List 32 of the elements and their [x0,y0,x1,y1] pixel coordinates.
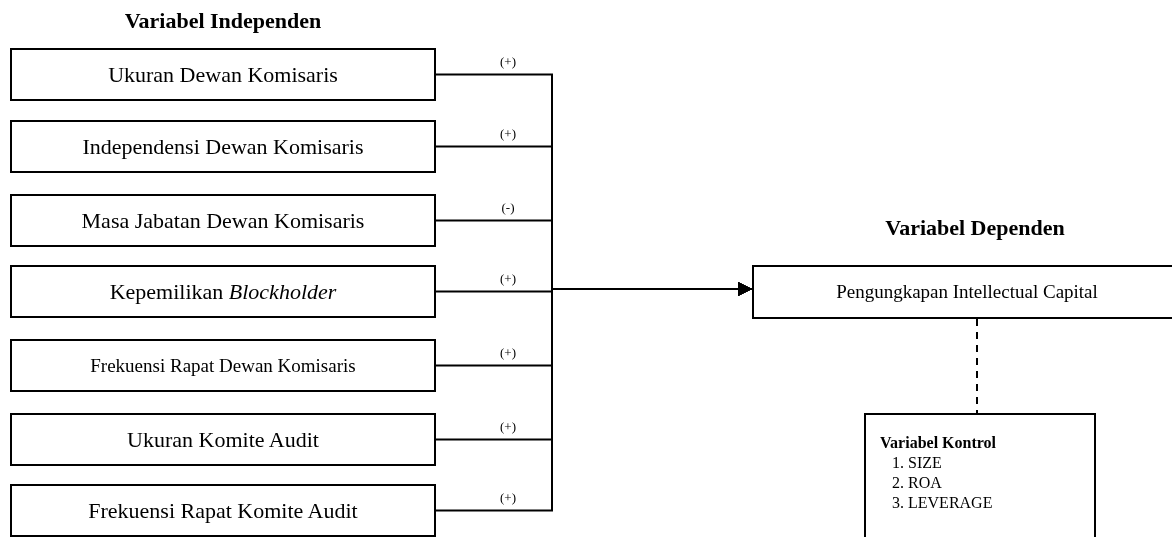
box-label: Ukuran Komite Audit [127,426,319,453]
edge-label: (+) [499,271,517,286]
variable-box [10,120,436,173]
variable-box [10,194,436,247]
edge-label: (+) [499,345,517,360]
section-heading: Variabel Dependen [885,215,1065,241]
box-label: Frekuensi Rapat Dewan Komisaris [90,354,356,377]
list-item: 1. SIZE [892,453,942,473]
dashed-connector [976,318,978,414]
variable-box [10,413,436,466]
variable-box [10,339,436,392]
edge-label: (+) [499,490,517,505]
edge-label: (+) [499,54,517,69]
control-variable-box [864,413,1096,537]
box-label: Independensi Dewan Komisaris [82,133,364,160]
box-label: Masa Jabatan Dewan Komisaris [81,207,365,234]
variable-box [752,265,1172,319]
section-heading: Variabel Independen [124,8,322,34]
box-label: Frekuensi Rapat Komite Audit [88,497,358,524]
box-heading: Variabel Kontrol [880,433,996,453]
edge-label: (+) [499,126,517,141]
variable-box [10,48,436,101]
variable-box [10,265,436,318]
box-label: Kepemilikan Blockholder [109,278,337,305]
list-item: 2. ROA [892,473,942,493]
edge-label: (-) [500,200,516,215]
edge-label: (+) [499,419,517,434]
list-item: 3. LEVERAGE [892,493,993,513]
box-label: Pengungkapan Intellectual Capital [836,281,1098,303]
box-label: Ukuran Dewan Komisaris [108,61,338,88]
arrow [435,282,753,512]
variable-box [10,484,436,537]
